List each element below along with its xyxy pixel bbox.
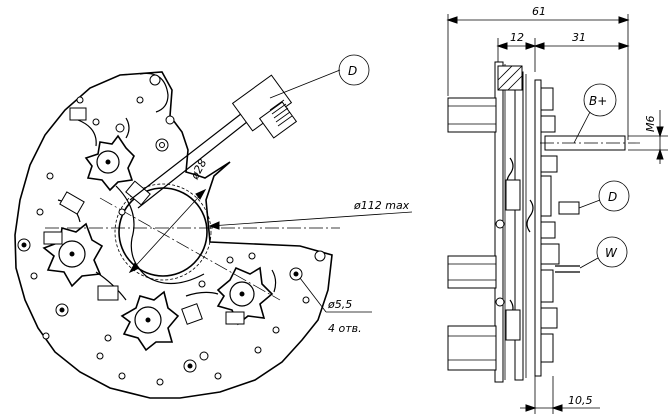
stud-upper [447, 97, 497, 133]
dim-28-line [129, 189, 206, 273]
dim-bottom: 10,5 [568, 394, 593, 407]
trace-main [115, 185, 205, 285]
dim-max-dia: ø112 max [353, 199, 410, 212]
callout-d-side-circle [598, 180, 630, 212]
stud-lower [447, 325, 497, 371]
internal-parts [495, 87, 560, 363]
plate-right [534, 79, 542, 377]
dim-arrow [195, 188, 207, 200]
component [69, 107, 87, 121]
callout-d-side: D [608, 190, 617, 204]
component [125, 180, 151, 206]
d-terminal [558, 201, 580, 215]
callout-b-circle [583, 83, 617, 117]
centerline-diag [99, 197, 281, 301]
dim-arrow [128, 262, 140, 274]
side-view: 61 12 31 M6 [446, 5, 668, 414]
dim-mount-count: 4 отв. [328, 322, 362, 335]
diode-mount-1 [84, 134, 135, 192]
dim-112-leader [209, 211, 413, 227]
diode-mount-3 [120, 290, 180, 352]
component [225, 311, 245, 325]
center-hole [118, 187, 208, 277]
dim-overall: 61 [532, 5, 546, 18]
component [59, 191, 85, 215]
plate-ear [139, 72, 169, 113]
dim-arrow [208, 221, 220, 230]
leader-b [573, 111, 591, 144]
dim-stud: M6 [644, 116, 657, 133]
terminal-d-arm [129, 74, 298, 209]
callout-b: B+ [589, 94, 607, 108]
component [43, 231, 63, 245]
hatch [497, 65, 523, 91]
leader-d [269, 69, 341, 99]
callout-d-circle [338, 54, 370, 86]
front-view: D ø28 ø112 max ø5,5 4 отв. [14, 54, 413, 399]
diode-mount-2 [42, 222, 104, 288]
dim-right: 31 [572, 31, 586, 44]
dim-hole-leader [299, 277, 327, 313]
dim-hole-dia: ø28 [188, 157, 210, 182]
mount-holes [17, 74, 326, 386]
leader-d-side [578, 199, 601, 209]
diode-mount-4 [216, 266, 274, 326]
callout-d: D [348, 64, 357, 78]
leader-w [579, 257, 599, 269]
component [97, 285, 119, 301]
callout-w-circle [596, 236, 628, 268]
dim-left: 12 [510, 31, 524, 44]
component [181, 303, 203, 325]
dim-mount-hole: ø5,5 [327, 298, 352, 311]
stud-middle [447, 255, 497, 289]
plate-outline [14, 71, 333, 399]
callout-w: W [605, 246, 618, 260]
